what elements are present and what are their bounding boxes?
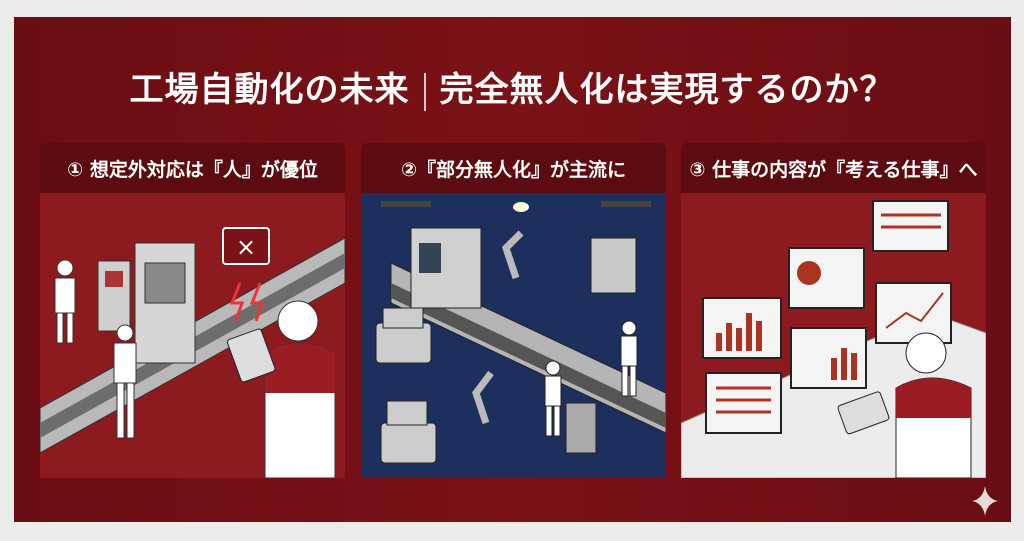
svg-text:×: × bbox=[236, 233, 256, 261]
page-title: 工場自動化の未来完全無人化は実現するのか？ bbox=[0, 62, 1024, 111]
illustration-dashboards bbox=[681, 193, 986, 478]
panel-partial-automation: ②『部分無人化』が主流に bbox=[361, 143, 666, 478]
illustration-error-handling: × bbox=[40, 193, 345, 478]
panel-header: ③ 仕事の内容が『考える仕事』へ bbox=[681, 143, 986, 193]
title-right: 完全無人化は実現するのか？ bbox=[439, 70, 895, 110]
illustration-robots-agv bbox=[361, 193, 666, 478]
title-left: 工場自動化の未来 bbox=[129, 70, 410, 110]
panel-thinking-work: ③ 仕事の内容が『考える仕事』へ bbox=[681, 143, 986, 478]
sparkle-icon bbox=[972, 486, 998, 516]
panel-header: ②『部分無人化』が主流に bbox=[361, 143, 666, 193]
alert-x-icon: × bbox=[222, 227, 270, 265]
panel-header: ① 想定外対応は『人』が優位 bbox=[40, 143, 345, 193]
title-divider bbox=[423, 72, 426, 111]
panel-human-advantage: ① 想定外対応は『人』が優位 × bbox=[40, 143, 345, 478]
